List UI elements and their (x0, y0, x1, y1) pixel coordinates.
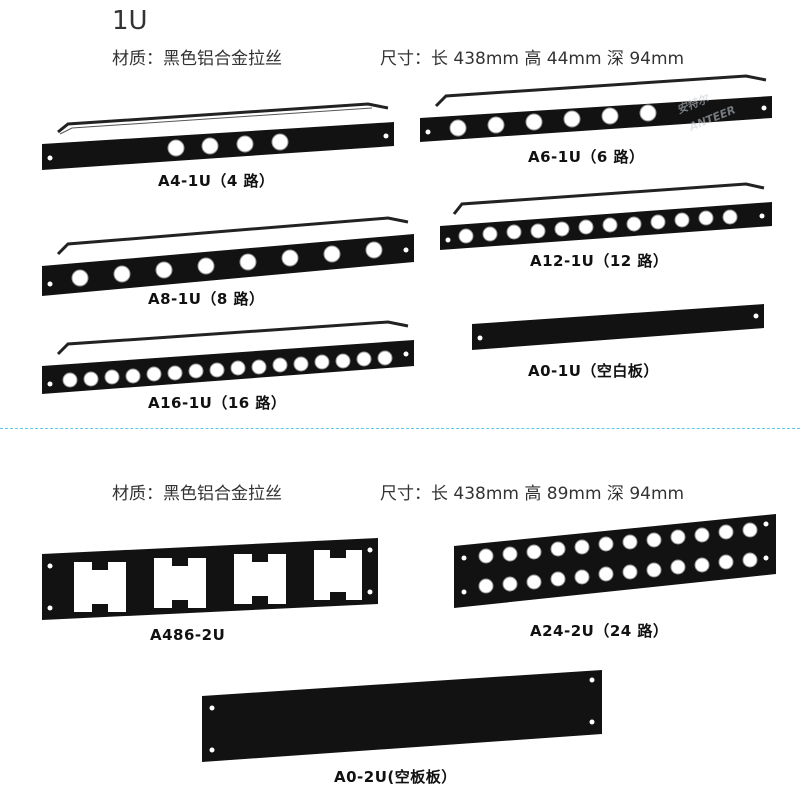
label-a0-1u: A0-1U（空白板） (528, 362, 659, 380)
panel-a486-2u (42, 538, 378, 620)
spec-material-1u: 材质：黑色铝合金拉丝 (112, 49, 282, 69)
panel-a0-1u (472, 304, 764, 350)
section-heading-1u: 1U (112, 6, 148, 36)
label-a8-1u: A8-1U（8 路） (148, 290, 265, 308)
label-a4-1u: A4-1U（4 路） (158, 172, 275, 190)
spec-size-2u: 尺寸：长 438mm 高 89mm 深 94mm (380, 484, 685, 504)
panel-a12-1u (440, 182, 772, 250)
spec-size-1u: 尺寸：长 438mm 高 44mm 深 94mm (380, 49, 685, 69)
panel-a4-1u (42, 102, 394, 170)
label-a6-1u: A6-1U（6 路） (528, 148, 645, 166)
panel-a8-1u (42, 216, 414, 296)
spec-material-2u: 材质：黑色铝合金拉丝 (112, 484, 282, 504)
label-a486-2u: A486-2U (150, 626, 226, 644)
label-a12-1u: A12-1U（12 路） (530, 252, 669, 270)
panel-a16-1u (42, 320, 414, 394)
section-divider (0, 428, 800, 429)
label-a0-2u: A0-2U(空板板） (334, 768, 457, 786)
label-a16-1u: A16-1U（16 路） (148, 394, 287, 412)
panel-a0-2u (202, 670, 602, 762)
panel-a6-1u (420, 74, 772, 142)
panel-a24-2u (454, 514, 776, 608)
label-a24-2u: A24-2U（24 路） (530, 622, 669, 640)
